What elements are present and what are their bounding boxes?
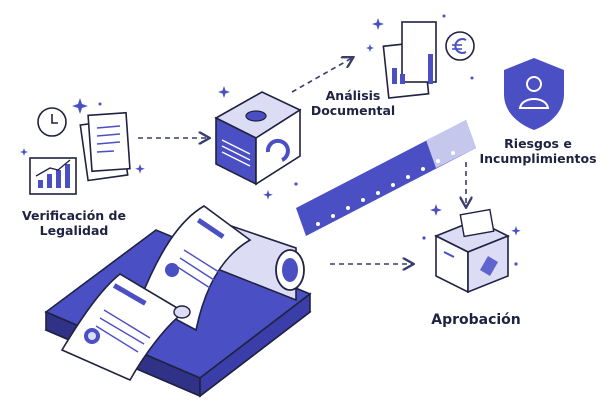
label-approval: Aprobación: [424, 312, 528, 329]
sparkle-icon: [20, 98, 145, 174]
label-verification-line2: Legalidad: [39, 223, 109, 238]
label-verification-line1: Verificación de: [22, 208, 126, 223]
arrow-scanner-to-analysis: [291, 58, 352, 93]
analysis-documents-icon: [366, 14, 475, 99]
clock-icon: [37, 107, 67, 137]
label-verification: Verificación de Legalidad: [18, 208, 130, 238]
approval-box-icon: [422, 204, 521, 294]
shield-user-icon: [504, 58, 564, 130]
label-analysis-line1: Análisis: [325, 88, 381, 103]
label-analysis-line2: Documental: [310, 103, 396, 118]
bar-chart-icon: [29, 157, 77, 195]
scanner-machine-icon: [214, 86, 302, 200]
printer-machine-icon: [44, 205, 312, 398]
label-risks-line1: Riesgos e: [504, 136, 572, 151]
label-risks-line2: Incumplimientos: [479, 151, 597, 166]
document-icon: [79, 111, 131, 182]
flow-arrows: [138, 58, 466, 264]
conveyor-strip: [296, 120, 476, 236]
euro-icon: [445, 31, 475, 61]
label-risks: Riesgos e Incumplimientos: [478, 136, 598, 166]
label-approval-text: Aprobación: [431, 312, 521, 328]
label-analysis: Análisis Documental: [305, 88, 401, 118]
verification-icon-group: [20, 98, 145, 195]
